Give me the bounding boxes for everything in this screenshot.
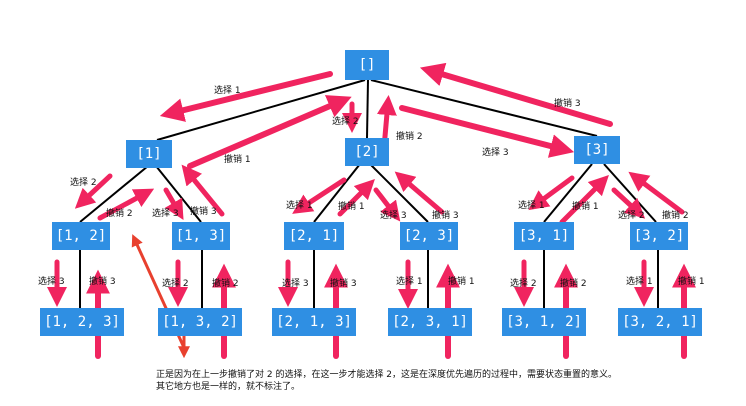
label-select-1: 选择 1 — [214, 86, 241, 96]
label-select-2: 选择 2 — [332, 117, 359, 127]
arrows — [47, 62, 696, 359]
note-line-1: 正是因为在上一步撤销了对 2 的选择，在这一步才能选择 2，这是在深度优先遍历的… — [156, 370, 618, 380]
node-2: [2] — [345, 138, 389, 166]
arrow-select-2 — [611, 187, 646, 219]
label-select-2: 选择 2 — [70, 178, 97, 188]
label-undo-2: 撤销 2 — [560, 279, 587, 289]
label-select-2: 选择 2 — [618, 211, 645, 221]
arrow-undo-3 — [394, 171, 445, 215]
note-line-2: 其它地方也是一样的，就不标注了。 — [156, 382, 301, 392]
edge-root-n2 — [366, 79, 369, 139]
edge-n2-n23 — [369, 163, 429, 223]
node-2-1: [2, 1] — [284, 222, 344, 250]
label-undo-3: 撤销 3 — [330, 279, 357, 289]
arrow-select-1 — [159, 71, 333, 122]
arrow-undo-1 — [559, 175, 609, 225]
label-select-3: 选择 3 — [282, 279, 309, 289]
node-1-2-3: [1, 2, 3] — [40, 308, 124, 336]
arrow-undo-3 — [181, 164, 225, 217]
label-select-1: 选择 1 — [518, 201, 545, 211]
arrow-select-3 — [163, 187, 184, 221]
label-select-1: 选择 1 — [626, 277, 653, 287]
label-undo-3: 撤销 3 — [190, 207, 217, 217]
label-undo-1: 撤销 1 — [678, 277, 705, 287]
node-3-1-2: [3, 1, 2] — [502, 308, 586, 336]
arrow-undo-2 — [628, 171, 685, 215]
label-select-3: 选择 3 — [380, 211, 407, 221]
label-select-2: 选择 2 — [162, 279, 189, 289]
label-undo-1: 撤销 1 — [448, 277, 475, 287]
edge-n3-n31 — [543, 163, 593, 223]
node-3-2-1: [3, 2, 1] — [618, 308, 702, 336]
label-undo-2: 撤销 2 — [212, 279, 239, 289]
arrow-select-3 — [373, 187, 401, 222]
label-undo-2: 撤销 2 — [106, 209, 133, 219]
arrow-select-1 — [292, 177, 347, 214]
edge-n2-n21 — [313, 163, 361, 223]
label-select-3: 选择 3 — [482, 148, 509, 158]
label-undo-2: 撤销 2 — [396, 132, 423, 142]
arrow-undo-2 — [97, 188, 155, 221]
edge-n3-n32 — [603, 163, 657, 223]
label-undo-3: 撤销 3 — [554, 99, 581, 109]
node-3: [3] — [574, 136, 620, 164]
label-undo-1: 撤销 1 — [338, 202, 365, 212]
label-select-3: 选择 3 — [38, 277, 65, 287]
label-select-1: 选择 1 — [286, 201, 313, 211]
arrow-undo-1 — [337, 179, 375, 217]
arrow-undo-1 — [187, 95, 352, 169]
label-undo-2: 撤销 2 — [662, 211, 689, 221]
node-1-3: [1, 3] — [172, 222, 230, 250]
node-1-2: [1, 2] — [52, 222, 110, 250]
label-undo-3: 撤销 3 — [432, 211, 459, 221]
node-2-3: [2, 3] — [400, 222, 458, 250]
label-undo-1: 撤销 1 — [572, 202, 599, 212]
node-3-1: [3, 1] — [514, 222, 574, 250]
edge-n1-n12 — [79, 165, 149, 223]
arrow-undo-3 — [419, 62, 613, 127]
node-1: [1] — [126, 140, 172, 168]
label-select-3: 选择 3 — [152, 209, 179, 219]
edge-root-n1 — [156, 79, 366, 141]
label-undo-1: 撤销 1 — [224, 155, 251, 165]
node-2-3-1: [2, 3, 1] — [388, 308, 472, 336]
edge-root-n3 — [370, 79, 598, 137]
label-select-1: 选择 1 — [396, 277, 423, 287]
label-undo-3: 撤销 3 — [89, 277, 116, 287]
node-1-3-2: [1, 3, 2] — [158, 308, 242, 336]
node-3-2: [3, 2] — [630, 222, 688, 250]
arrow-select-2 — [74, 173, 113, 209]
arrow-select-1 — [528, 175, 575, 211]
node-root: [] — [345, 50, 389, 80]
arrow-select-3 — [399, 105, 575, 158]
node-2-1-3: [2, 1, 3] — [272, 308, 356, 336]
label-select-2: 选择 2 — [510, 279, 537, 289]
edge-n1-n13 — [155, 165, 202, 223]
